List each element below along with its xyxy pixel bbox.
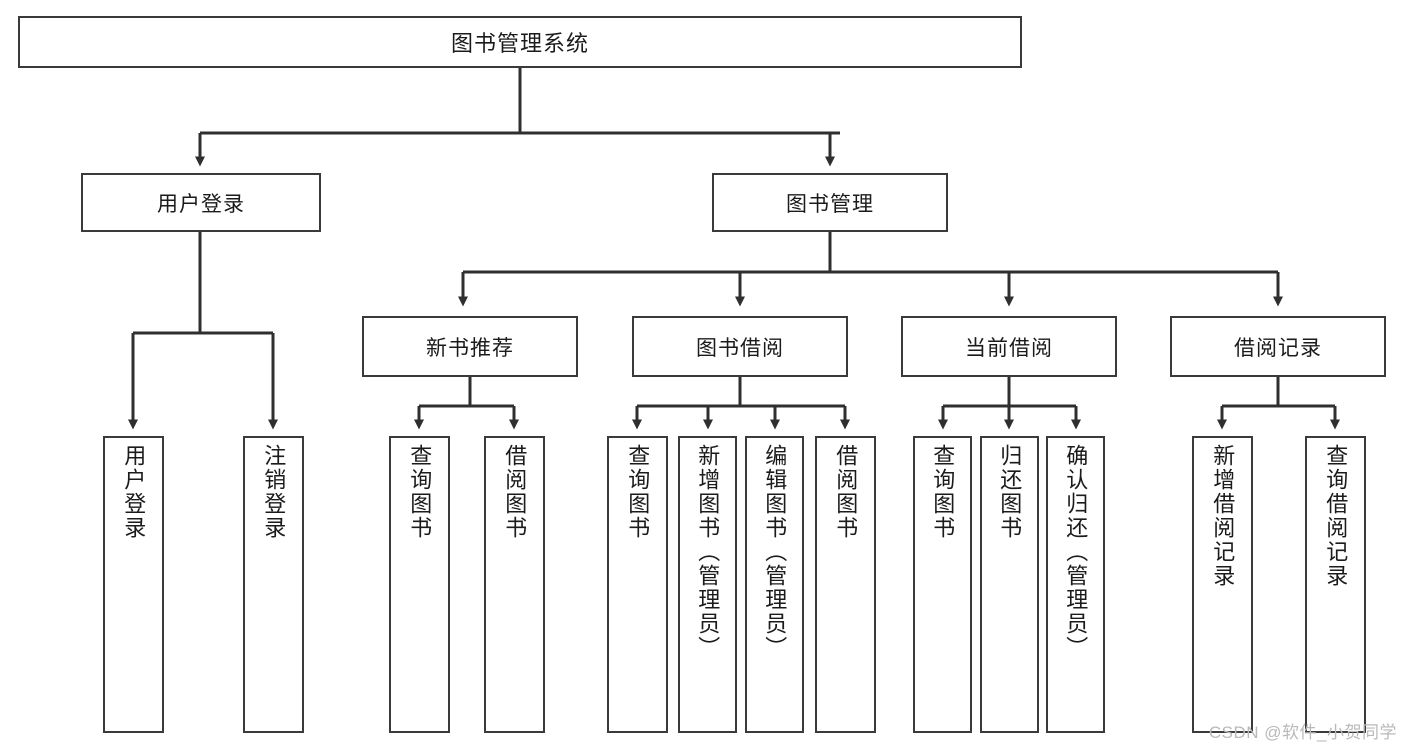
leaf-borrow-record-1[interactable]: 查询借阅记录 (1305, 436, 1366, 733)
leaf-book-borrow-2[interactable]: 编辑图书（管理员） (745, 436, 804, 733)
leaf-book-borrow-0[interactable]: 查询图书 (607, 436, 668, 733)
leaf-label: 新增借阅记录 (1210, 444, 1236, 588)
leaf-label: 注销登录 (261, 444, 287, 540)
leaf-label: 查询借阅记录 (1323, 444, 1349, 588)
leaf-label: 归还图书 (997, 444, 1023, 540)
leaf-label: 编辑图书（管理员） (762, 444, 788, 660)
leaf-label: 新增图书（管理员） (695, 444, 721, 660)
leaf-book-borrow-1[interactable]: 新增图书（管理员） (678, 436, 737, 733)
leaf-user-login-1[interactable]: 注销登录 (243, 436, 304, 733)
leaf-current-borrow-0[interactable]: 查询图书 (913, 436, 972, 733)
node-root-system[interactable]: 图书管理系统 (18, 16, 1022, 68)
leaf-label: 借阅图书 (502, 444, 528, 540)
node-new-book-recommend[interactable]: 新书推荐 (362, 316, 578, 377)
node-book-borrow[interactable]: 图书借阅 (632, 316, 848, 377)
leaf-label: 用户登录 (121, 444, 147, 540)
leaf-label: 查询图书 (625, 444, 651, 540)
node-borrow-record[interactable]: 借阅记录 (1170, 316, 1386, 377)
node-current-borrow[interactable]: 当前借阅 (901, 316, 1117, 377)
leaf-label: 确认归还（管理员） (1063, 444, 1089, 660)
leaf-current-borrow-2[interactable]: 确认归还（管理员） (1046, 436, 1105, 733)
leaf-book-borrow-3[interactable]: 借阅图书 (815, 436, 876, 733)
leaf-label: 查询图书 (930, 444, 956, 540)
node-user-login[interactable]: 用户登录 (81, 173, 321, 232)
watermark-text: CSDN @软件_小贺同学 (1208, 723, 1397, 742)
leaf-user-login-0[interactable]: 用户登录 (103, 436, 164, 733)
leaf-new-book-rec-0[interactable]: 查询图书 (389, 436, 450, 733)
leaf-new-book-rec-1[interactable]: 借阅图书 (484, 436, 545, 733)
leaf-label: 借阅图书 (833, 444, 859, 540)
node-book-management[interactable]: 图书管理 (712, 173, 948, 232)
leaf-borrow-record-0[interactable]: 新增借阅记录 (1192, 436, 1253, 733)
leaf-label: 查询图书 (407, 444, 433, 540)
leaf-current-borrow-1[interactable]: 归还图书 (980, 436, 1039, 733)
